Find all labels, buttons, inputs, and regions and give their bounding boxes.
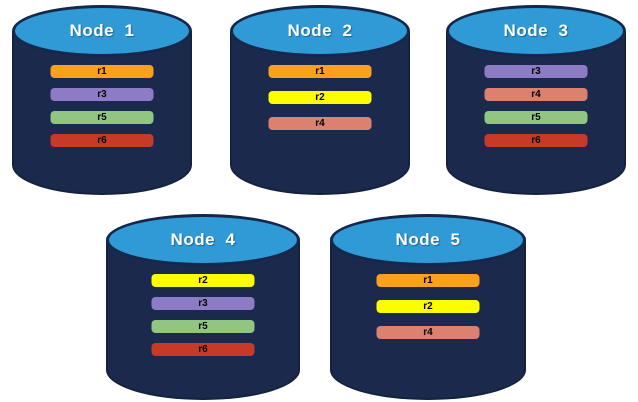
cylinder-top: Node 1 [12,5,192,57]
replica-bar-r4: r4 [268,117,372,130]
replica-bar-r4: r4 [376,326,480,339]
node-3-cylinder: Node 3 r3 r4 r5 r6 [446,5,626,195]
replica-label: r3 [198,298,208,309]
replica-bar-r1: r1 [50,65,154,78]
replica-bar-list: r1 r3 r5 r6 [50,65,154,157]
replica-bar-r6: r6 [50,134,154,147]
replica-bar-r5: r5 [151,320,255,333]
replica-bar-list: r1 r2 r4 [376,274,480,352]
replica-bar-r5: r5 [484,111,588,124]
replica-label: r1 [315,66,325,77]
replica-bar-r1: r1 [376,274,480,287]
replica-bar-r2: r2 [268,91,372,104]
replica-label: r6 [198,344,208,355]
cylinder-top: Node 4 [106,214,300,266]
node-title: Node 3 [503,21,569,40]
replica-bar-r6: r6 [484,134,588,147]
replica-label: r4 [531,89,541,100]
replica-label: r2 [315,92,325,103]
replica-label: r3 [531,66,541,77]
replica-bar-list: r3 r4 r5 r6 [484,65,588,157]
replica-label: r4 [423,327,433,338]
node-1-cylinder: Node 1 r1 r3 r5 r6 [12,5,192,195]
replica-bar-list: r2 r3 r5 r6 [151,274,255,366]
node-title: Node 1 [69,21,135,40]
replica-label: r3 [97,89,107,100]
replica-label: r4 [315,118,325,129]
cylinder-top: Node 2 [230,5,410,57]
replica-bar-r5: r5 [50,111,154,124]
replica-bar-r4: r4 [484,88,588,101]
replica-bar-r2: r2 [151,274,255,287]
replica-label: r2 [423,301,433,312]
cylinder-top: Node 5 [330,214,526,266]
cylinder-top: Node 3 [446,5,626,57]
replica-label: r1 [423,275,433,286]
replica-label: r5 [97,112,107,123]
replica-bar-r1: r1 [268,65,372,78]
replica-bar-r3: r3 [50,88,154,101]
cylinder-body [230,31,410,195]
node-4-cylinder: Node 4 r2 r3 r5 r6 [106,214,300,400]
replica-bar-list: r1 r2 r4 [268,65,372,143]
replica-label: r2 [198,275,208,286]
replica-bar-r3: r3 [484,65,588,78]
replica-label: r5 [198,321,208,332]
replica-bar-r2: r2 [376,300,480,313]
replica-label: r6 [97,135,107,146]
node-2-cylinder: Node 2 r1 r2 r4 [230,5,410,195]
node-title: Node 2 [287,21,353,40]
replica-label: r5 [531,112,541,123]
replica-bar-r3: r3 [151,297,255,310]
replica-label: r6 [531,135,541,146]
node-title: Node 5 [395,230,461,249]
replica-bar-r6: r6 [151,343,255,356]
node-title: Node 4 [170,230,236,249]
node-5-cylinder: Node 5 r1 r2 r4 [330,214,526,400]
replica-label: r1 [97,66,107,77]
cylinder-body [330,240,526,400]
